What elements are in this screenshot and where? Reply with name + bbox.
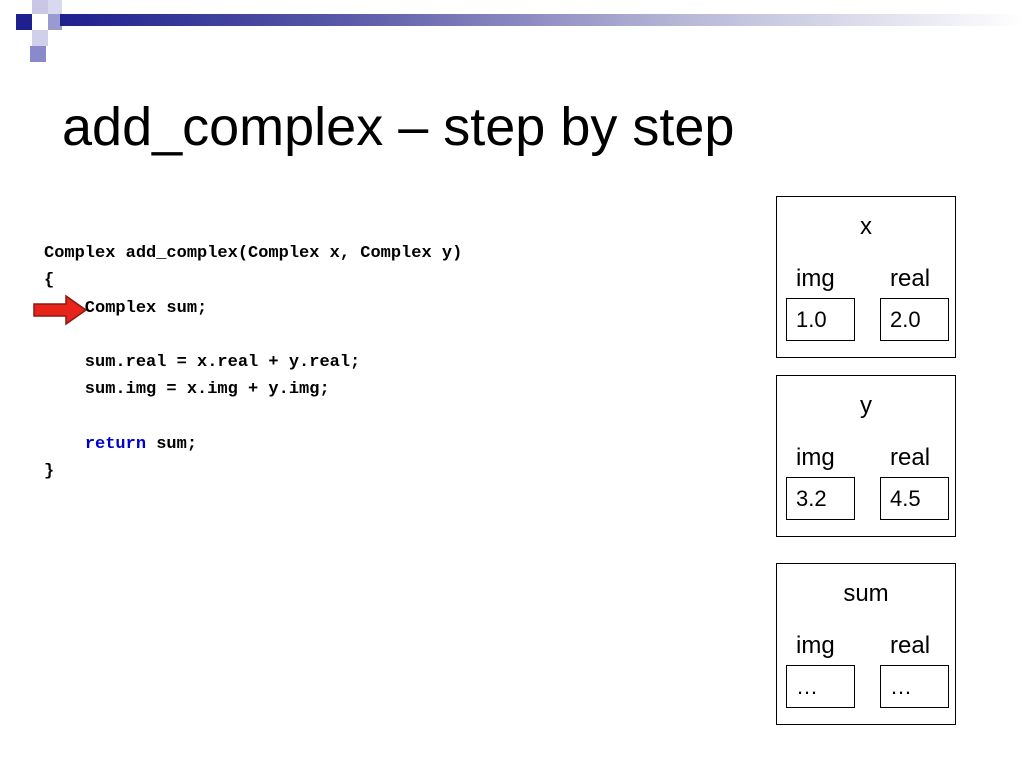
banner-square-mid	[48, 14, 62, 30]
code-line-blank	[44, 322, 462, 349]
code-line-close-brace: }	[44, 462, 55, 482]
banner-square-light	[48, 0, 62, 14]
code-indent	[44, 435, 85, 454]
code-line-declaration: Complex sum;	[44, 298, 208, 318]
field-label-img: img	[796, 265, 835, 292]
slide-banner	[0, 0, 1024, 62]
field-value-img: …	[786, 665, 855, 708]
code-line-sum-img: sum.img = x.img + y.img;	[44, 380, 330, 400]
variable-name: sum	[843, 580, 889, 607]
banner-square-mid	[30, 46, 46, 62]
field-label-img: img	[796, 444, 835, 471]
variable-name: y	[860, 392, 872, 419]
field-value-real: …	[880, 665, 949, 708]
variable-box-sum: sum img real … …	[776, 563, 956, 725]
code-line-sum-real: sum.real = x.real + y.real;	[44, 353, 361, 373]
slide-title: add_complex – step by step	[62, 97, 735, 157]
field-value-real: 2.0	[880, 298, 949, 341]
code-line-signature: Complex add_complex(Complex x, Complex y…	[44, 244, 463, 263]
field-label-real: real	[890, 632, 931, 659]
field-label-real: real	[890, 444, 931, 471]
variable-name: x	[860, 213, 872, 240]
field-value-img: 1.0	[786, 298, 855, 341]
return-expression: sum;	[146, 435, 198, 455]
banner-square-mid	[32, 30, 48, 46]
field-value-img: 3.2	[786, 477, 855, 520]
variable-box-x: x img real 1.0 2.0	[776, 196, 956, 358]
red-arrow-icon	[33, 294, 88, 326]
field-label-real: real	[890, 265, 931, 292]
code-line-open-brace: {	[44, 271, 55, 291]
field-label-img: img	[796, 632, 835, 659]
return-keyword: return	[84, 435, 147, 455]
code-block: Complex add_complex(Complex x, Complex y…	[44, 240, 462, 486]
code-line-blank	[44, 404, 462, 431]
variable-box-y: y img real 3.2 4.5	[776, 375, 956, 537]
field-value-real: 4.5	[880, 477, 949, 520]
banner-square-dark	[16, 14, 32, 30]
code-line-return: return sum;	[44, 431, 462, 458]
banner-square-light	[32, 0, 48, 14]
banner-gradient-bar	[60, 14, 1024, 26]
